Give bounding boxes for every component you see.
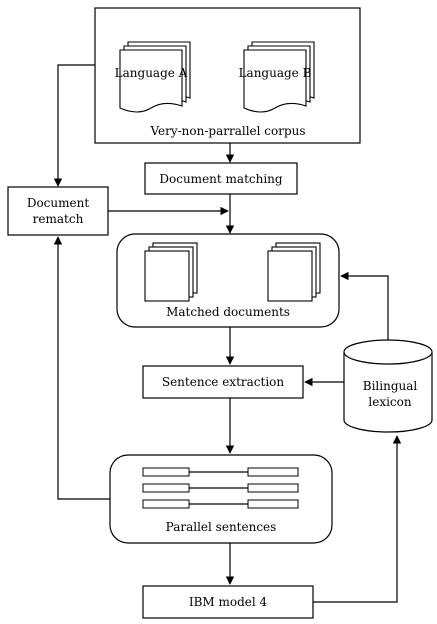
arrow-ibm-to-lexicon: [313, 435, 402, 603]
language-b-label: Language B: [239, 66, 312, 80]
language-a-document-icon: [119, 41, 191, 113]
matched-documents-box: Matched documents: [116, 233, 340, 328]
document-rematch-label-2: rematch: [33, 212, 84, 226]
document-rematch-label-1: Document: [27, 196, 90, 210]
language-a-label: Language A: [115, 66, 188, 80]
sentence-extraction-box: Sentence extraction: [142, 365, 304, 399]
document-rematch-box: Document rematch: [7, 186, 109, 236]
lexicon-label-2: lexicon: [368, 395, 411, 409]
matched-documents-label: Matched documents: [166, 305, 290, 319]
parallel-sentences-box: Parallel sentences: [109, 454, 333, 544]
document-matching-box: Document matching: [144, 162, 298, 195]
parallel-sentences-label: Parallel sentences: [166, 520, 277, 534]
ibm-model-box: IBM model 4: [142, 585, 314, 619]
arrow-lexicon-to-matched: [340, 271, 389, 340]
sentence-pairs-icon: [142, 467, 299, 509]
arrow-parallel-to-rematch: [53, 236, 110, 500]
bilingual-lexicon-database-icon: Bilingual lexicon: [343, 339, 433, 433]
arrow-corpus-to-rematch: [53, 64, 95, 187]
corpus-container: Language A Language B Very-non-parrallel…: [94, 7, 361, 144]
document-matching-label: Document matching: [159, 172, 283, 186]
ibm-model-label: IBM model 4: [189, 595, 268, 609]
lexicon-label-1: Bilingual: [363, 379, 418, 393]
matched-document-right-icon: [267, 242, 321, 302]
sentence-extraction-label: Sentence extraction: [162, 375, 285, 389]
language-b-document-icon: [243, 41, 315, 113]
matched-document-left-icon: [144, 242, 198, 302]
corpus-label: Very-non-parrallel corpus: [149, 124, 305, 138]
